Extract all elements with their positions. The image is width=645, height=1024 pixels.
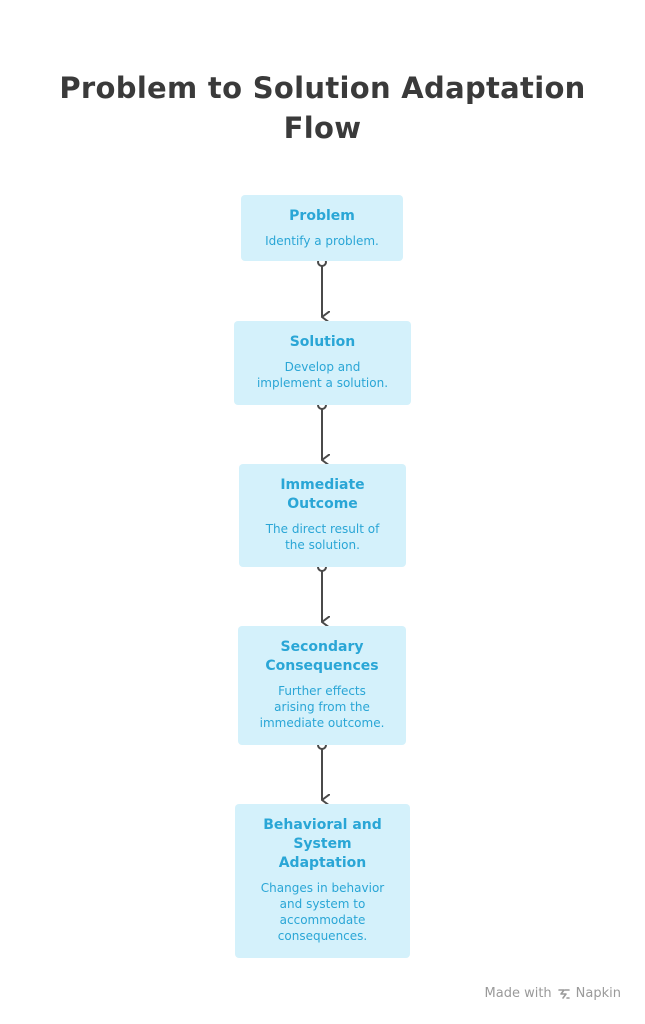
connector-consequences-adaptation	[317, 740, 326, 800]
made-with-napkin-badge[interactable]: Made with Napkin	[485, 986, 621, 1001]
step-title: Solution	[289, 334, 356, 350]
step-solution: Solution Develop and implement a solutio…	[234, 321, 411, 405]
step-behavioral-system-adaptation: Behavioral and System Adaptation Changes…	[235, 804, 410, 958]
step-description: Changes in behavior and system to accomm…	[260, 881, 385, 943]
step-immediate-outcome: Immediate Outcome The direct result of t…	[239, 464, 406, 567]
napkin-logo-icon	[557, 987, 571, 1001]
napkin-brand-label: Napkin	[575, 986, 621, 1001]
made-with-label: Made with	[484, 986, 552, 1001]
step-description: Develop and implement a solution.	[256, 360, 389, 390]
step-problem: Problem Identify a problem.	[241, 195, 403, 261]
connector-problem-solution	[317, 257, 326, 317]
step-title: Immediate Outcome	[280, 477, 365, 512]
step-title: Problem	[289, 208, 355, 224]
connector-solution-outcome	[317, 400, 326, 460]
step-secondary-consequences: Secondary Consequences Further effects a…	[238, 626, 406, 745]
diagram-title: Problem to Solution Adaptation Flow	[59, 71, 586, 145]
step-title: Secondary Consequences	[265, 639, 379, 674]
step-description: The direct result of the solution.	[265, 522, 380, 552]
step-title: Behavioral and System Adaptation	[263, 817, 382, 871]
connector-outcome-consequences	[317, 562, 326, 622]
step-description: Identify a problem.	[265, 234, 379, 248]
step-description: Further effects arising from the immedia…	[259, 684, 385, 730]
